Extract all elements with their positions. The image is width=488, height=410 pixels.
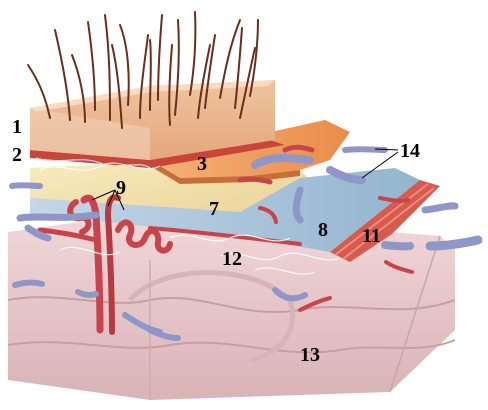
label-3: 3 bbox=[197, 153, 207, 175]
fascia-layer bbox=[30, 168, 420, 252]
nerve-fibers bbox=[39, 162, 341, 275]
muscle-block bbox=[7, 212, 456, 400]
epidermis-block bbox=[30, 80, 275, 160]
leader-lines bbox=[91, 148, 399, 211]
label-9: 9 bbox=[116, 177, 126, 199]
label-7: 7 bbox=[209, 198, 219, 220]
label-1: 1 bbox=[12, 116, 22, 138]
red-membrane-layer bbox=[330, 180, 440, 262]
label-13: 13 bbox=[300, 344, 320, 366]
hair-strands bbox=[27, 11, 259, 129]
right-vessels bbox=[12, 144, 483, 341]
label-8: 8 bbox=[318, 219, 328, 241]
gland-and-vessels bbox=[9, 182, 302, 335]
basal-red-layer bbox=[30, 140, 285, 169]
label-2: 2 bbox=[12, 144, 22, 166]
label-14: 14 bbox=[400, 140, 420, 162]
label-11: 11 bbox=[362, 225, 381, 247]
label-12: 12 bbox=[222, 248, 242, 270]
